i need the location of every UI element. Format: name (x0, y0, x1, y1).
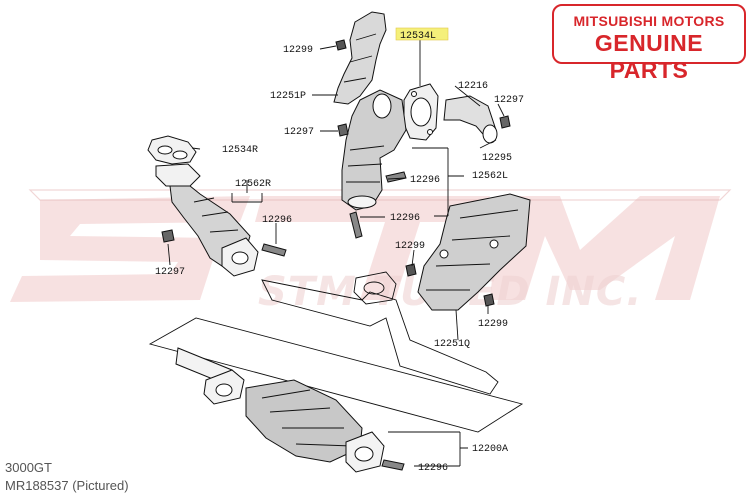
callout-12297-left: 12297 (284, 127, 314, 138)
callout-12251p: 12251P (270, 91, 306, 102)
heat-shield-12251p (333, 11, 387, 105)
callout-12251q: 12251Q (434, 339, 470, 350)
mid-pipe (261, 271, 499, 395)
assembly-12200a (148, 317, 524, 473)
genuine-parts-badge: MITSUBISHI MOTORS GENUINE PARTS (552, 4, 746, 83)
callout-highlight (395, 27, 449, 41)
heat-shield-12251q (417, 193, 531, 311)
converter-12562l (341, 89, 407, 211)
callout-12200a: 12200A (472, 444, 508, 455)
brand-tagline: GENUINE PARTS (594, 30, 704, 83)
brand-maker: MITSUBISHI MOTORS (573, 13, 725, 29)
leader-lines (167, 40, 505, 467)
converter-12562r (147, 135, 259, 277)
callout-12299-middle: 12299 (395, 241, 425, 252)
callout-12297-right: 12297 (494, 95, 524, 106)
fasteners (161, 39, 511, 471)
callout-12299-lower: 12299 (478, 319, 508, 330)
model-caption: 3000GT (5, 460, 52, 475)
callout-12534l: 12534L (400, 31, 436, 42)
callout-labels: 12534L 12299 12251P 12297 12216 12297 12… (155, 31, 524, 474)
callout-12296-bottom: 12296 (418, 463, 448, 474)
callout-12296-middle: 12296 (390, 213, 420, 224)
part-number-caption: MR188537 (Pictured) (5, 478, 129, 493)
callout-12216: 12216 (458, 81, 488, 92)
pipe-12216 (443, 95, 498, 144)
callout-12299-top: 12299 (283, 45, 313, 56)
callout-12562l: 12562L (472, 171, 508, 182)
callout-12296-upper: 12296 (410, 175, 440, 186)
callout-12534r: 12534R (222, 145, 258, 156)
gasket-12534l (403, 83, 439, 141)
watermark: STM TUNED INC. (10, 189, 732, 315)
callout-12562r: 12562R (235, 179, 271, 190)
callout-12297-lower: 12297 (155, 267, 185, 278)
callout-12295: 12295 (482, 153, 512, 164)
callout-12296-right-bank: 12296 (262, 215, 292, 226)
